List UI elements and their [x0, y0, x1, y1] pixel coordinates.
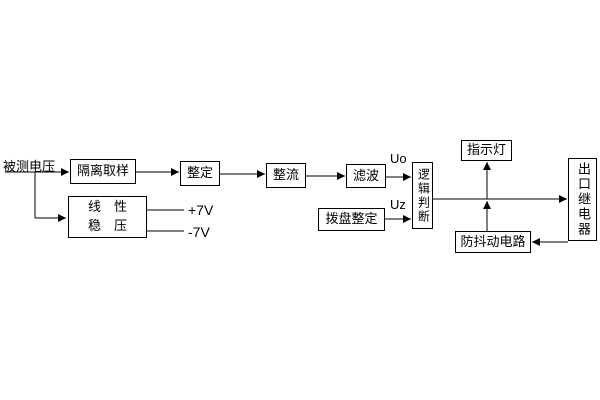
signal-label-uo: Uo — [390, 151, 407, 166]
node-linear-regulator-line2: 稳 压 — [87, 217, 127, 233]
node-linear-regulator: 线 性 稳 压 — [68, 196, 147, 238]
node-logic-judgment: 逻辑判断 — [412, 162, 433, 229]
node-rectifier: 整流 — [266, 163, 306, 188]
node-filter: 滤波 — [346, 164, 386, 188]
node-linear-regulator-line1: 线 性 — [87, 199, 127, 215]
node-isolation-sampling: 隔离取样 — [70, 159, 136, 184]
voltage-label-plus7v: +7V — [188, 202, 214, 218]
node-indicator-lamp: 指示灯 — [461, 140, 512, 161]
node-measured-voltage: 被测电压 — [3, 159, 56, 174]
node-output-relay: 出口继电器 — [568, 158, 597, 241]
node-setting: 整定 — [180, 161, 220, 186]
voltage-label-minus7v: -7V — [188, 224, 210, 240]
node-antijitter-circuit: 防抖动电路 — [455, 231, 531, 253]
signal-label-uz: Uz — [390, 197, 406, 212]
node-dial-setting: 拨盘整定 — [318, 208, 385, 231]
